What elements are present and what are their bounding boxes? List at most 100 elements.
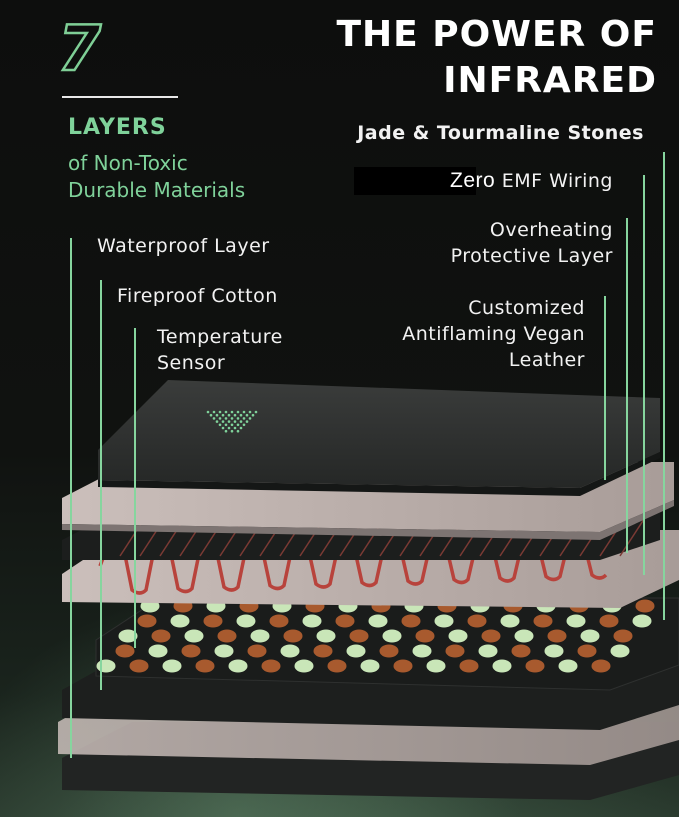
tourmaline-stone <box>137 614 157 628</box>
logo-dot <box>230 417 234 420</box>
label-emf-wiring: EMF Wiring <box>501 170 613 192</box>
jade-stone <box>228 659 248 673</box>
logo-dot <box>221 420 225 423</box>
tourmaline-stone <box>379 644 399 658</box>
logo-dot <box>224 423 228 427</box>
logo-dot <box>218 417 222 420</box>
label-leather: Customized Antiflaming Vegan Leather <box>402 295 585 373</box>
layers-subtitle: of Non-Toxic Durable Materials <box>68 150 308 204</box>
headline: THE POWER OF INFRARED <box>336 12 657 104</box>
logo-dot <box>227 413 231 417</box>
label-sensor: Temperature Sensor <box>157 324 283 376</box>
logo-dot <box>215 420 219 423</box>
jade-stone <box>250 629 270 643</box>
logo-dot <box>239 420 243 423</box>
jade-stone <box>478 644 498 658</box>
tourmaline-stone <box>115 644 135 658</box>
jade-stone <box>148 644 168 658</box>
jade-stone <box>566 614 586 628</box>
logo-dot <box>218 410 222 414</box>
label-sensor-line2: Sensor <box>157 352 226 374</box>
label-overheating-line2: Protective Layer <box>450 245 613 267</box>
jade-stone <box>236 614 256 628</box>
jade-stone <box>610 644 630 658</box>
tourmaline-stone <box>599 614 619 628</box>
jade-stone <box>184 629 204 643</box>
tourmaline-stone <box>547 629 567 643</box>
logo-dot <box>218 423 222 427</box>
layers-subtitle-line1: of Non-Toxic <box>68 151 188 175</box>
label-leather-line2: Antiflaming Vegan <box>402 323 585 345</box>
jade-stone <box>448 629 468 643</box>
logo-dot <box>233 426 237 430</box>
tourmaline-stone <box>195 659 215 673</box>
tourmaline-stone <box>313 644 333 658</box>
leader-line-waterproof <box>70 238 72 758</box>
jade-stone <box>170 614 190 628</box>
jade-stone <box>412 644 432 658</box>
layer-count-number: 7 <box>57 12 103 85</box>
leader-line-emf <box>643 175 645 575</box>
logo-dot <box>236 417 240 420</box>
tourmaline-stone <box>533 614 553 628</box>
logo-dot <box>230 429 234 433</box>
jade-stone <box>426 659 446 673</box>
logo-dot <box>233 420 237 423</box>
tourmaline-stone <box>393 659 413 673</box>
logo-dot <box>248 410 252 414</box>
logo-dot <box>212 417 216 420</box>
tourmaline-stone <box>283 629 303 643</box>
label-waterproof: Waterproof Layer <box>97 235 270 257</box>
jade-stone <box>294 659 314 673</box>
label-stones: Jade & Tourmaline Stones <box>357 122 644 144</box>
layers-subtitle-line2: Durable Materials <box>68 178 246 202</box>
label-emf: Zero EMF Wiring <box>450 168 613 194</box>
tourmaline-stone <box>129 659 149 673</box>
top-leather-edge <box>98 452 660 496</box>
logo-dot <box>215 413 219 417</box>
leader-line-leather <box>604 296 606 480</box>
tourmaline-stone <box>203 614 223 628</box>
tourmaline-stone <box>459 659 479 673</box>
leader-line-stones <box>663 152 665 620</box>
logo-dot <box>242 417 246 420</box>
tourmaline-stone <box>217 629 237 643</box>
jade-stone <box>162 659 182 673</box>
logo-dot <box>227 420 231 423</box>
logo-dot <box>248 417 252 420</box>
jade-stone <box>544 644 564 658</box>
jade-stone <box>492 659 512 673</box>
logo-dot <box>242 423 246 427</box>
jade-stone <box>500 614 520 628</box>
jade-stone <box>368 614 388 628</box>
logo-dot <box>209 413 213 417</box>
logo-dot <box>221 413 225 417</box>
brand-logo-dots <box>206 410 258 433</box>
tourmaline-stone <box>349 629 369 643</box>
logo-dot <box>245 413 249 417</box>
tourmaline-stone <box>445 644 465 658</box>
logo-dot <box>245 420 249 423</box>
jade-stone <box>580 629 600 643</box>
logo-dot <box>239 426 243 430</box>
tourmaline-stone <box>181 644 201 658</box>
logo-dot <box>224 410 228 414</box>
top-leather-layer <box>98 380 660 488</box>
headline-line1: THE POWER OF <box>336 14 657 55</box>
logo-dot <box>236 410 240 414</box>
label-leather-line3: Leather <box>508 349 585 371</box>
logo-dot <box>236 423 240 427</box>
tourmaline-stone <box>635 599 655 613</box>
label-overheating: Overheating Protective Layer <box>451 217 613 269</box>
leader-line-fireproof <box>100 280 102 690</box>
label-emf-zero: Zero <box>450 169 496 192</box>
redaction-box <box>354 167 476 195</box>
jade-stone <box>214 644 234 658</box>
logo-dot <box>221 426 225 430</box>
logo-dot <box>242 410 246 414</box>
jade-stone <box>558 659 578 673</box>
tourmaline-stone <box>261 659 281 673</box>
tourmaline-stone <box>577 644 597 658</box>
jade-stone <box>302 614 322 628</box>
